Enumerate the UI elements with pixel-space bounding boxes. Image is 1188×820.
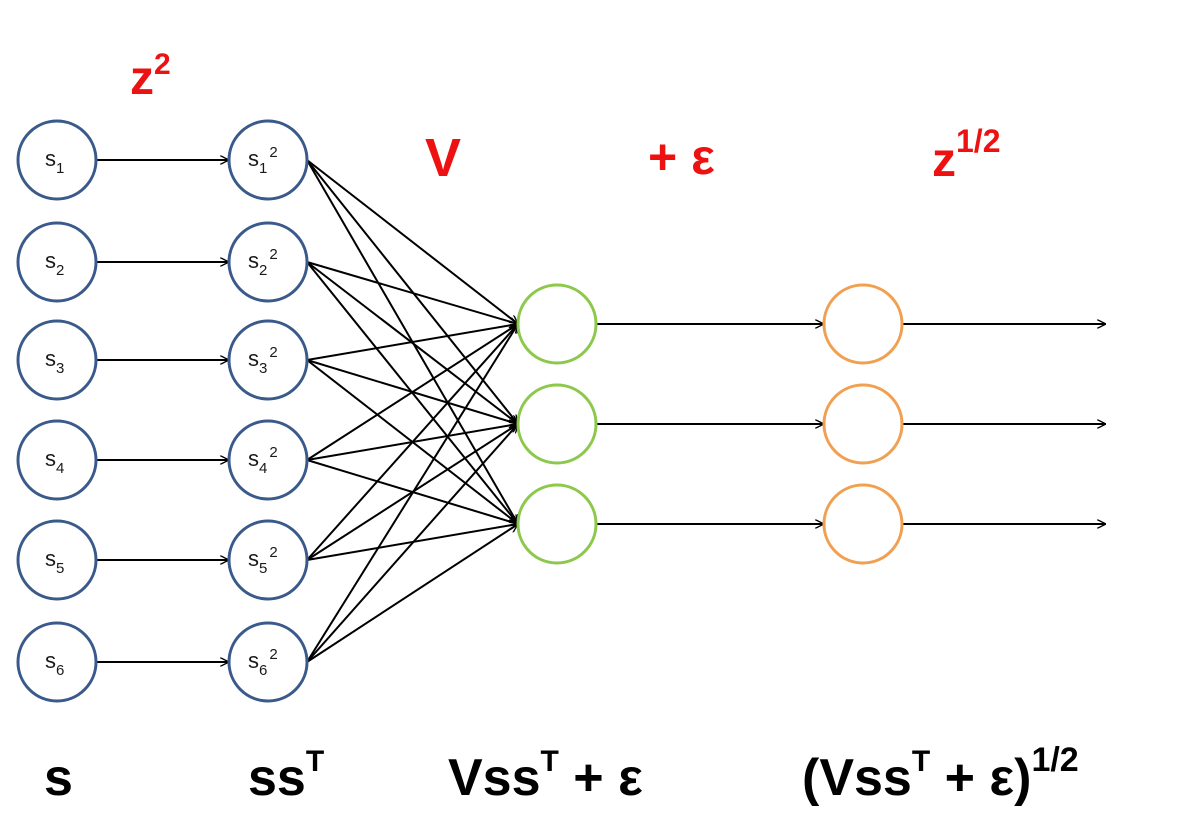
noise-operation-label: + ε xyxy=(648,129,715,185)
input-node-label: s4 xyxy=(45,446,64,477)
nodes: s1 s2 s3 s4 s5 s6 s12 s22 s32 s42 s52 s62 xyxy=(16,119,904,703)
input-node-label: s3 xyxy=(45,346,64,377)
square-operation-label: z2 xyxy=(130,48,171,105)
arrow-squared-to-hidden xyxy=(306,324,519,663)
connections xyxy=(96,160,1106,662)
squared-node xyxy=(227,621,309,703)
squared-node xyxy=(227,419,309,501)
input-node xyxy=(16,419,98,501)
hidden-node xyxy=(516,383,598,465)
squared-node xyxy=(227,519,309,601)
input-node-label: s2 xyxy=(45,248,64,279)
input-node xyxy=(16,519,98,601)
arrow-squared-to-hidden xyxy=(306,323,518,461)
output-node xyxy=(822,283,904,365)
squared-node-label: s52 xyxy=(248,544,278,577)
weighted-layer-label: VssT + ε xyxy=(448,745,643,807)
arrow-squared-to-hidden xyxy=(306,324,518,561)
squared-layer-label: ssT xyxy=(248,745,324,807)
input-node-label: s1 xyxy=(45,146,64,177)
input-node-label: s6 xyxy=(45,648,64,679)
squared-node-label: s32 xyxy=(248,344,278,377)
arrow-squared-to-hidden xyxy=(306,523,518,663)
hidden-node xyxy=(516,283,598,365)
squared-node xyxy=(227,119,309,201)
squared-node-label: s22 xyxy=(248,246,278,279)
input-node xyxy=(16,621,98,703)
sqrt-operation-label: z1/2 xyxy=(932,123,1000,187)
output-node xyxy=(822,483,904,565)
input-node xyxy=(16,319,98,401)
input-node xyxy=(16,119,98,201)
squared-node-label: s62 xyxy=(248,646,278,679)
output-node xyxy=(822,383,904,465)
hidden-node xyxy=(516,483,598,565)
arrow-squared-to-hidden xyxy=(306,324,518,361)
arrow-squared-to-hidden xyxy=(306,159,518,324)
squared-node-label: s12 xyxy=(248,144,278,177)
squared-node xyxy=(227,221,309,303)
input-layer-label: s xyxy=(44,749,73,807)
squared-node-label: s42 xyxy=(248,444,278,477)
input-node xyxy=(16,221,98,303)
squared-node xyxy=(227,319,309,401)
weights-operation-label: V xyxy=(425,128,461,188)
arrow-squared-to-hidden xyxy=(306,261,518,324)
input-node-label: s5 xyxy=(45,546,64,577)
arrow-squared-to-hidden xyxy=(306,424,518,663)
output-layer-label: (VssT + ε)1/2 xyxy=(802,741,1079,807)
